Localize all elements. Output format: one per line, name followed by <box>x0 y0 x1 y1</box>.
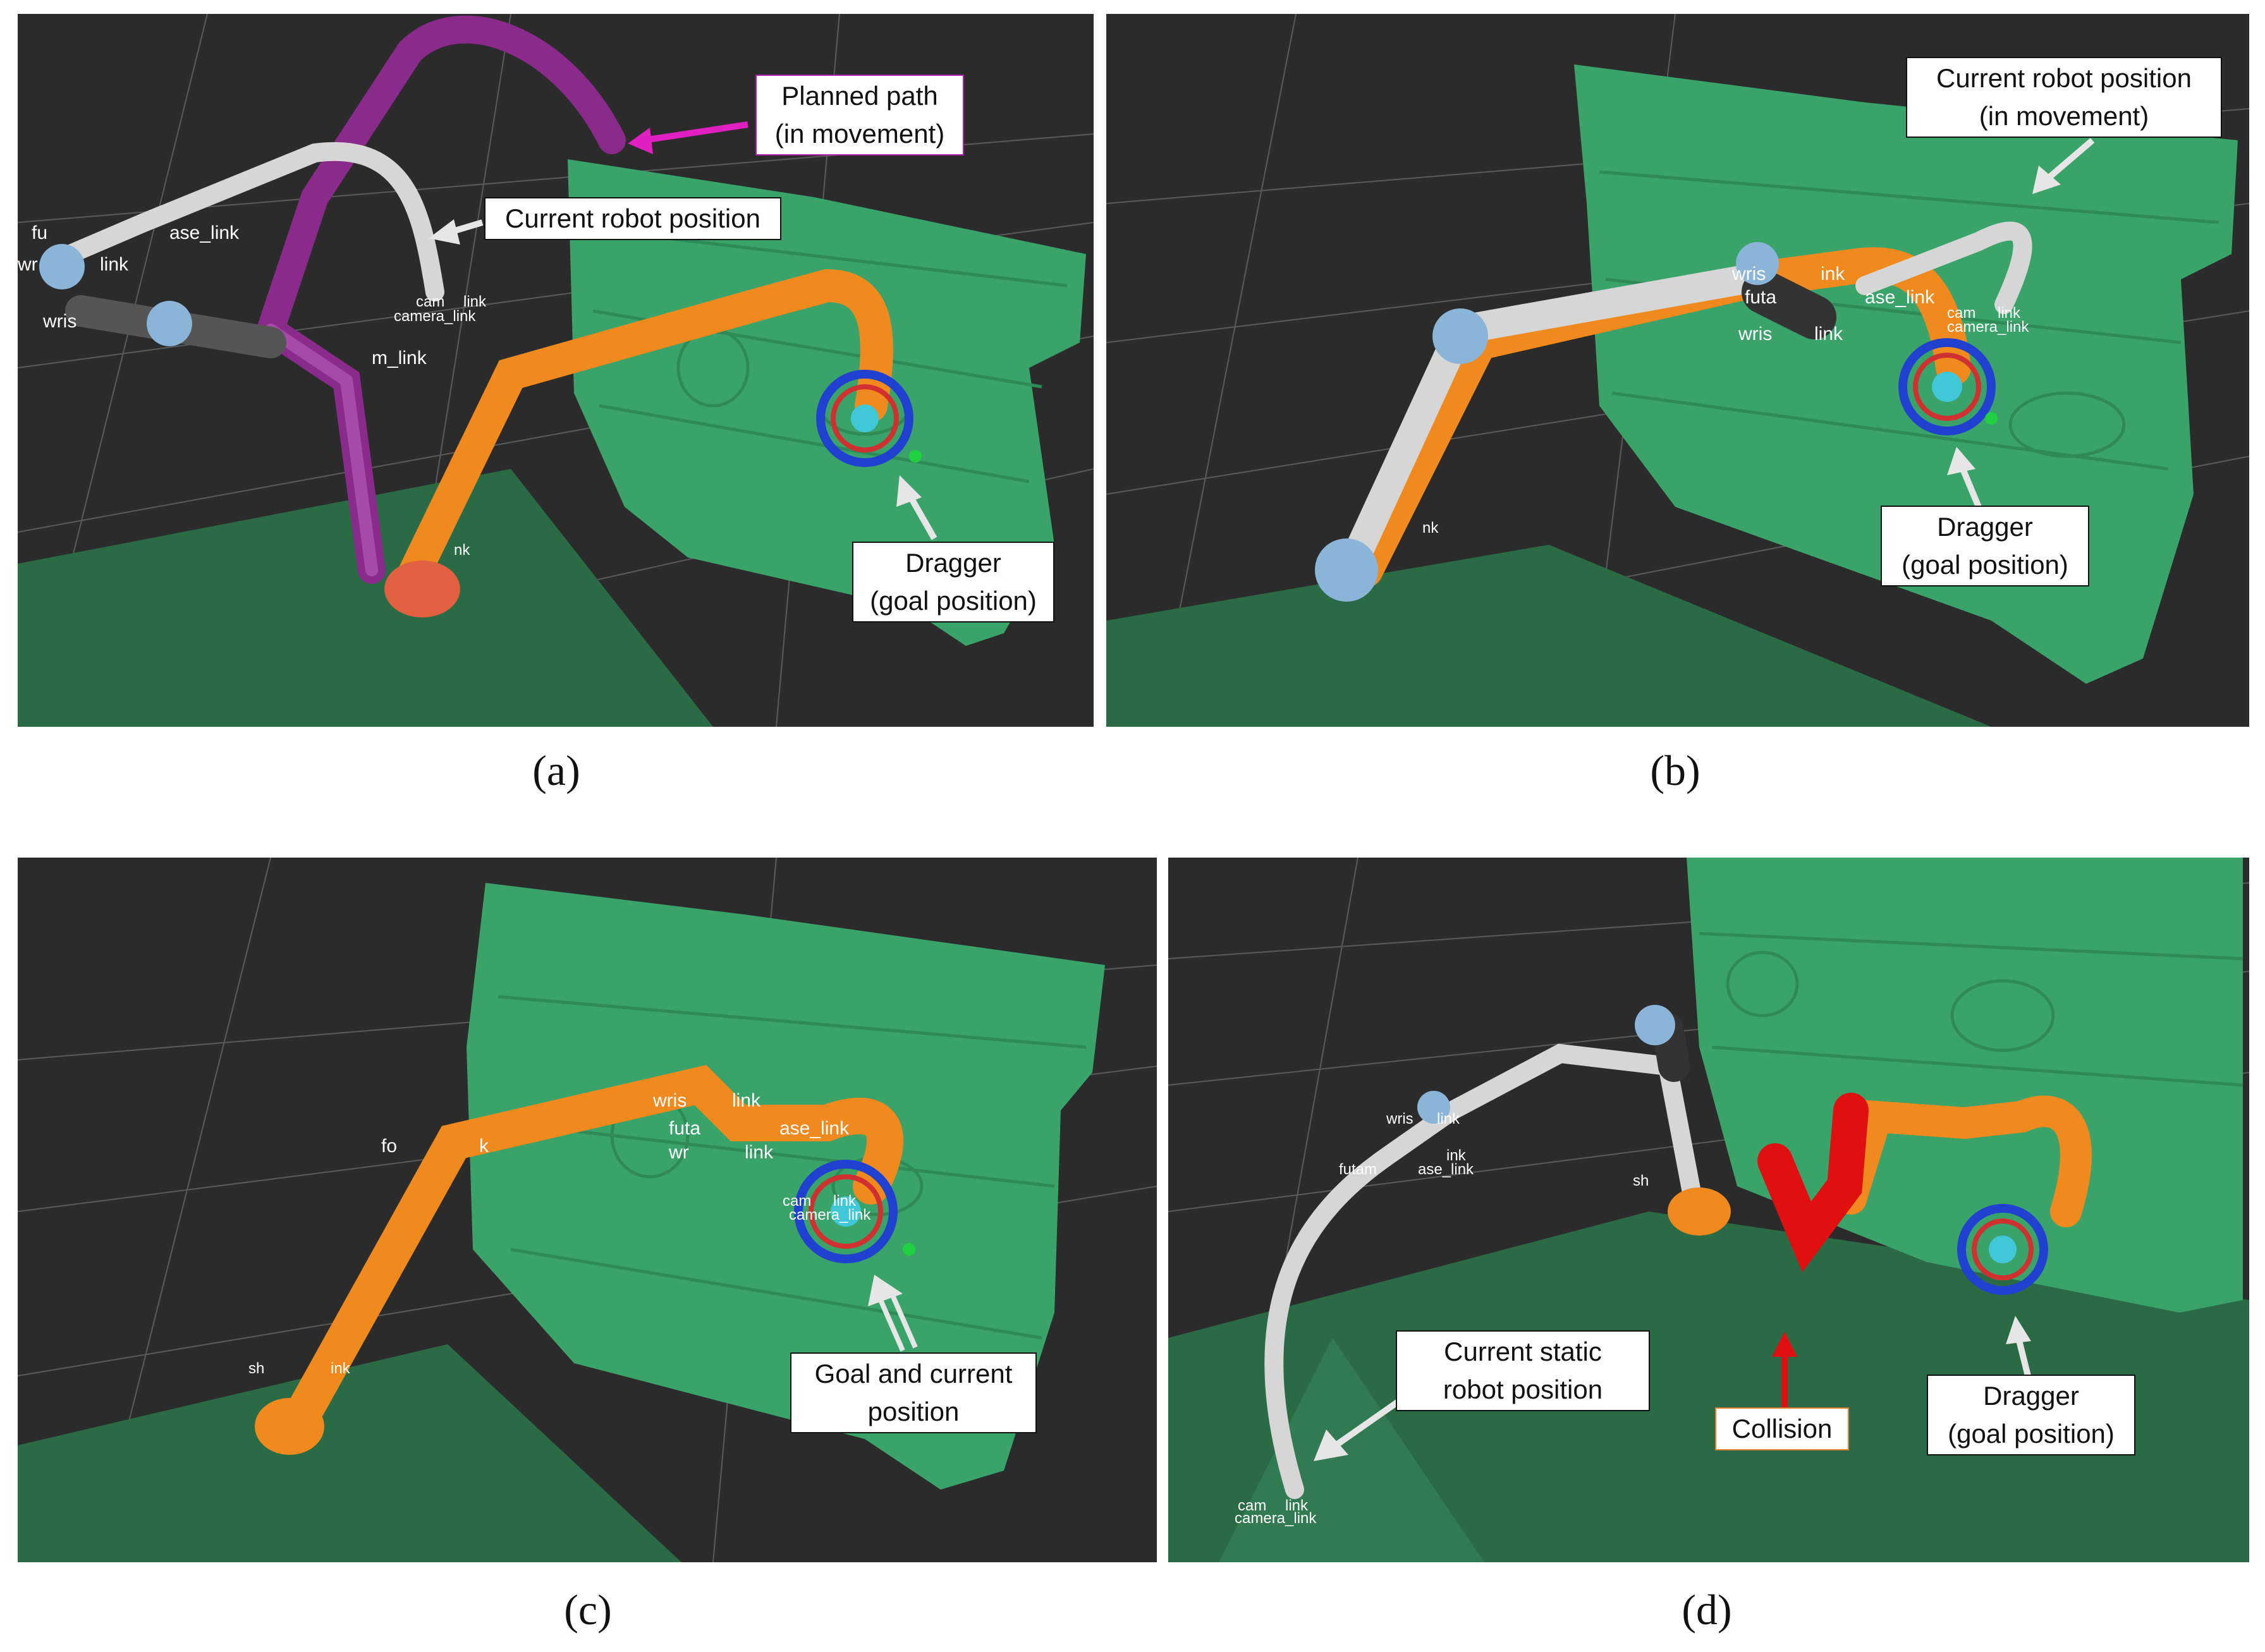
goal-robot-arm <box>1835 1095 2092 1227</box>
frame-label: wris <box>1386 1110 1413 1127</box>
frame-label: ase_link <box>1418 1161 1474 1178</box>
current-robot-arm <box>1264 1005 1731 1499</box>
frame-label: k <box>479 1136 489 1157</box>
goal-robot-arm <box>255 1065 903 1455</box>
frame-label: m_link <box>372 348 427 368</box>
arrow-current-robot <box>2032 138 2095 194</box>
panel-a: fu ase_link wr link wris cam link camera… <box>18 14 1094 727</box>
frame-label: nk <box>454 542 470 559</box>
frame-label: wris <box>653 1090 687 1111</box>
goal-current-callout: Goal and current position <box>790 1352 1037 1433</box>
panel-a-scene <box>18 14 1094 727</box>
frame-label: wris <box>1732 264 1766 284</box>
collision-arm <box>1757 1093 1869 1272</box>
frame-label: cam <box>1947 305 1976 322</box>
frame-label: link <box>745 1142 774 1163</box>
arrow-current-static <box>1314 1398 1401 1461</box>
panel-c: wris link futa ase_link wr link fo k cam… <box>18 858 1157 1562</box>
frame-label: cam <box>1238 1497 1267 1514</box>
frame-label: wr <box>18 254 38 275</box>
frame-label: ink <box>1446 1147 1466 1164</box>
arrow-current-robot <box>429 219 484 245</box>
panel-c-scene <box>18 858 1157 1562</box>
frame-label: futa <box>1745 287 1777 308</box>
frame-label: ase_link <box>1865 287 1935 308</box>
frame-label: link <box>1998 305 2021 322</box>
planned-path-callout: Planned path (in movement) <box>755 75 964 155</box>
arrow-dragger <box>1947 447 1982 508</box>
frame-label: wris <box>43 311 77 332</box>
frame-label: camera_link <box>394 308 476 325</box>
frame-label: wris <box>1738 324 1773 344</box>
frame-label: cam <box>783 1193 812 1210</box>
frame-label: link <box>1814 324 1843 344</box>
floor-plane <box>18 1344 681 1562</box>
frame-label: futam <box>1339 1161 1377 1178</box>
frame-label: futa <box>669 1118 701 1139</box>
frame-label: camera_link <box>789 1206 871 1224</box>
planned-path-arm <box>253 15 626 584</box>
dragger-callout: Dragger (goal position) <box>852 542 1054 623</box>
panel-b: wris ink futa ase_link wris link cam lin… <box>1106 14 2249 727</box>
dragger-callout: Dragger (goal position) <box>1881 506 2089 586</box>
frame-label: camera_link <box>1947 319 2029 336</box>
frame-label: camera_link <box>1235 1510 1317 1527</box>
frame-label: sh <box>1633 1172 1649 1189</box>
arrow-dragger <box>2006 1316 2031 1377</box>
collision-callout: Collision <box>1715 1407 1849 1450</box>
current-robot-arm <box>1315 221 2032 602</box>
frame-label: link <box>1285 1497 1309 1514</box>
frame-label: fo <box>381 1136 398 1157</box>
frame-label: link <box>833 1193 857 1210</box>
frame-label: cam <box>416 293 445 310</box>
frame-label: link <box>463 293 487 310</box>
frame-label: ink <box>1821 264 1845 284</box>
caption-c: (c) <box>564 1586 612 1634</box>
frame-label: nk <box>1422 519 1439 537</box>
panel-d: wris link futam ase_link ink camera_link… <box>1168 858 2249 1562</box>
dragger-marker <box>794 1160 915 1263</box>
dragger-callout: Dragger (goal position) <box>1927 1375 2135 1455</box>
arrow-collision <box>1772 1332 1797 1407</box>
frame-label: link <box>100 254 129 275</box>
frame-label: link <box>732 1090 761 1111</box>
frame-label: ink <box>331 1360 350 1377</box>
arrow-dragger <box>896 475 937 540</box>
dragger-marker <box>816 370 922 467</box>
dragger-marker <box>1957 1204 2048 1295</box>
dragger-marker <box>1898 338 1998 435</box>
caption-d: (d) <box>1682 1586 1732 1634</box>
frame-label: ase_link <box>779 1118 850 1139</box>
floor-plane <box>18 469 713 727</box>
frame-label: ase_link <box>169 222 240 243</box>
frame-label: fu <box>32 222 48 243</box>
current-robot-arm <box>39 142 444 358</box>
caption-a: (a) <box>532 746 580 794</box>
current-static-callout: Current static robot position <box>1396 1330 1650 1411</box>
panel-d-scene <box>1168 858 2249 1562</box>
arrow-goal-current <box>868 1275 918 1352</box>
frame-label: link <box>1437 1110 1460 1127</box>
current-robot-callout: Current robot position <box>484 197 781 240</box>
frame-label: sh <box>248 1360 265 1377</box>
arrow-planned-path <box>628 121 748 154</box>
caption-b: (b) <box>1650 746 1700 794</box>
frame-label: wr <box>669 1142 689 1163</box>
floor-plane <box>1168 1212 2249 1562</box>
floor-shadow <box>1219 1338 1484 1562</box>
current-robot-callout: Current robot position (in movement) <box>1906 57 2222 138</box>
